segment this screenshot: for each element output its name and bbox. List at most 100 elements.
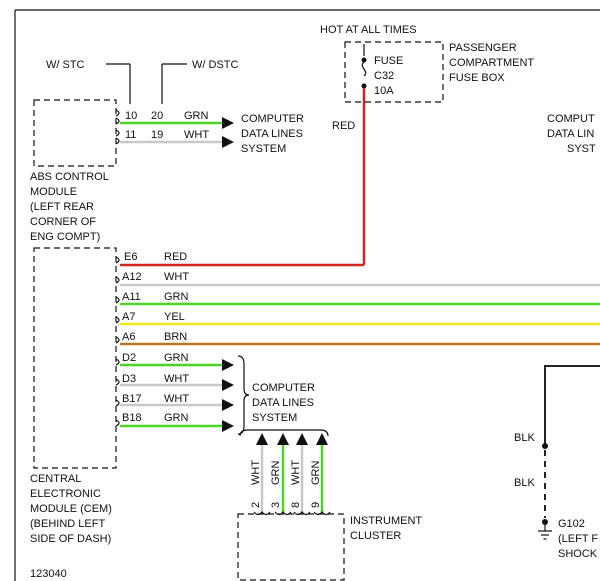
instrument-cluster-line-1: INSTRUMENT xyxy=(350,515,422,527)
hot-at-all-times-label: HOT AT ALL TIMES xyxy=(320,24,417,36)
cem-pin-a6: A6 BRN xyxy=(115,331,600,346)
cem-pin-e6-color: RED xyxy=(164,251,187,263)
blk-label-1: BLK xyxy=(514,432,535,444)
w-stc-label: W/ STC xyxy=(46,59,85,71)
cem-arrow-d2 xyxy=(222,359,234,371)
cluster-pin-3: 3 xyxy=(270,502,282,508)
cluster-wire-3: GRN 3 xyxy=(270,433,289,512)
computer-data-lines-2-line-1: COMPUTER xyxy=(252,382,315,394)
cem-arrow-d3 xyxy=(222,379,234,391)
cem-pin-b18-color: GRN xyxy=(164,412,189,424)
cem-module-outline xyxy=(33,247,117,469)
cem-pin-a7: A7 YEL xyxy=(115,311,600,326)
cem-pin-a12: A12 WHT xyxy=(115,271,600,287)
instrument-cluster-outline xyxy=(237,513,345,581)
ground-wire-top xyxy=(544,365,600,446)
cem-pin-b18-label: B18 xyxy=(122,412,142,424)
fuse-box-outline xyxy=(344,41,444,103)
fuse-label: FUSE xyxy=(374,55,403,67)
figure-number: 123040 xyxy=(30,568,67,580)
abs-module-name-5: ENG COMPT) xyxy=(30,231,100,243)
ground-label-1: G102 xyxy=(558,518,585,530)
cluster-wire-9: GRN 9 xyxy=(310,433,328,512)
abs-module-name-3: (LEFT REAR xyxy=(30,201,94,213)
cluster-wire-3-color: GRN xyxy=(270,461,282,486)
cluster-pin-9: 9 xyxy=(310,502,322,508)
cem-pin-a7-color: YEL xyxy=(164,311,185,323)
cem-pin-d3-label: D3 xyxy=(122,373,136,385)
blk-label-2: BLK xyxy=(514,477,535,489)
fuse-id: C32 xyxy=(374,70,394,82)
cem-pin-a6-color: BRN xyxy=(164,331,187,343)
cem-pin-a12-color: WHT xyxy=(164,271,189,283)
cem-module-name-3: MODULE (CEM) xyxy=(30,503,112,515)
fuse-icon xyxy=(361,44,367,89)
data-lines-brace xyxy=(237,355,250,435)
cluster-top-brace xyxy=(239,429,329,437)
cluster-arrow-3 xyxy=(277,433,289,445)
cem-pin-b17-color: WHT xyxy=(164,393,189,405)
abs-wire-color-wht: WHT xyxy=(184,129,209,141)
cem-module-name-5: SIDE OF DASH) xyxy=(30,533,111,545)
cem-pin-d3: D3 WHT xyxy=(115,373,234,391)
cem-arrow-b18 xyxy=(222,420,234,432)
abs-module-name-2: MODULE xyxy=(30,186,77,198)
cluster-pin-8: 8 xyxy=(290,502,302,508)
cem-pin-a6-label: A6 xyxy=(122,331,135,343)
cluster-wire-9-color: GRN xyxy=(310,461,322,486)
cem-pin-a12-label: A12 xyxy=(122,271,142,283)
ground-label-2: (LEFT F xyxy=(558,533,598,545)
cluster-wire-8: WHT 8 xyxy=(290,433,308,512)
abs-pin-19: 19 xyxy=(151,129,163,141)
cem-pin-a11-label: A11 xyxy=(122,291,141,303)
cluster-wire-8-color: WHT xyxy=(290,460,302,485)
cem-pin-d2-label: D2 xyxy=(122,352,136,364)
w-dstc-label: W/ DSTC xyxy=(192,59,238,71)
abs-module-outline xyxy=(33,99,117,167)
cem-pin-a11-color: GRN xyxy=(164,291,189,303)
cluster-arrow-8 xyxy=(296,433,308,445)
cem-module-name-2: ELECTRONIC xyxy=(30,488,101,500)
red-feed-label: RED xyxy=(332,120,355,132)
computer-data-lines-2-line-3: SYSTEM xyxy=(252,412,297,424)
ground-connector-dot xyxy=(542,519,548,525)
computer-data-lines-1-line-2: DATA LINES xyxy=(241,128,303,140)
cem-pin-b17-label: B17 xyxy=(122,393,142,405)
computer-data-lines-right-line-3: SYST xyxy=(567,143,596,155)
computer-data-lines-2-line-2: DATA LINES xyxy=(252,397,314,409)
cem-pin-d3-color: WHT xyxy=(164,373,189,385)
abs-module-name-1: ABS CONTROL xyxy=(30,171,109,183)
cem-pin-a7-label: A7 xyxy=(122,311,135,323)
passenger-box-line-2: COMPARTMENT xyxy=(449,57,534,69)
abs-module-name-4: CORNER OF xyxy=(30,216,96,228)
cluster-arrow-2 xyxy=(256,433,268,445)
cem-arrow-b17 xyxy=(222,399,234,411)
computer-data-lines-1-line-1: COMPUTER xyxy=(241,113,304,125)
computer-data-lines-1-line-3: SYSTEM xyxy=(241,143,286,155)
cem-pin-b17: B17 WHT xyxy=(115,393,234,411)
cluster-wire-2-color: WHT xyxy=(250,460,262,485)
cem-pin-d2: D2 GRN xyxy=(115,352,234,371)
abs-arrow-wht xyxy=(222,136,234,148)
cem-pin-d2-color: GRN xyxy=(164,352,189,364)
passenger-box-line-3: FUSE BOX xyxy=(449,72,505,84)
cem-pin-b18: B18 GRN xyxy=(115,412,234,432)
cluster-arrow-9 xyxy=(316,433,328,445)
cluster-wire-2: WHT 2 xyxy=(250,433,268,512)
passenger-box-line-1: PASSENGER xyxy=(449,42,517,54)
cem-pin-e6-label: E6 xyxy=(124,251,137,263)
fuse-rating: 10A xyxy=(374,85,394,97)
ground-splice-dot xyxy=(542,443,548,449)
abs-pin-11: 11 xyxy=(125,129,136,141)
abs-pin-10: 10 xyxy=(125,110,137,122)
instrument-cluster-line-2: CLUSTER xyxy=(350,530,401,542)
abs-connector-brackets xyxy=(115,109,120,145)
computer-data-lines-right-line-2: DATA LIN xyxy=(547,128,594,140)
cem-pin-a11: A11 GRN xyxy=(115,291,600,306)
abs-pin-20: 20 xyxy=(151,110,163,122)
cem-module-name-1: CENTRAL xyxy=(30,473,81,485)
ground-label-3: SHOCK xyxy=(558,548,598,560)
ground-icon xyxy=(538,525,552,540)
cluster-pin-2: 2 xyxy=(250,502,262,508)
